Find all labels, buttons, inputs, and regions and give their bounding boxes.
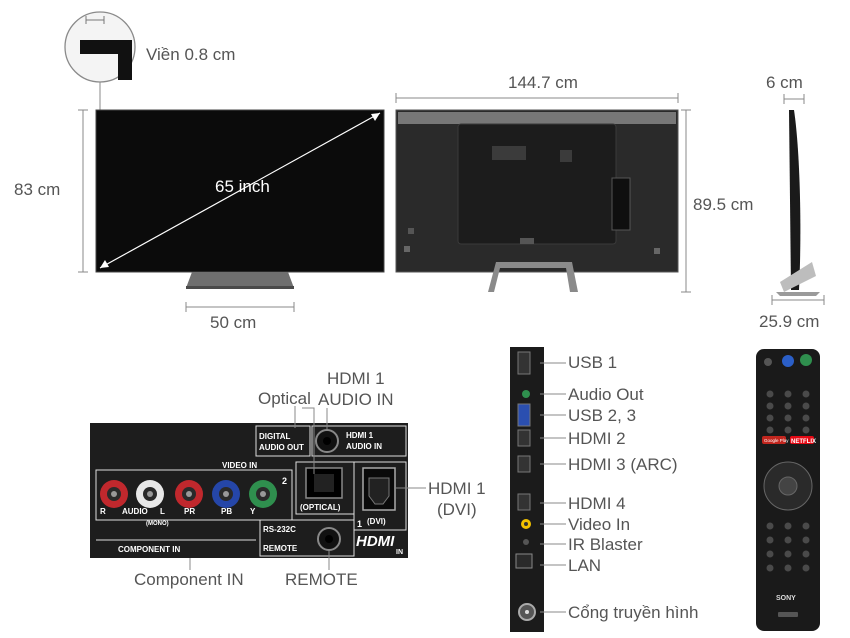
stand-depth-label: 25.9 cm xyxy=(759,312,820,331)
panel-y-label: Y xyxy=(250,507,256,516)
panel-video-in-label: VIDEO IN xyxy=(222,461,257,470)
side-port-video-in: Video In xyxy=(568,515,631,534)
tv-back-view xyxy=(395,109,679,292)
width-dimension xyxy=(395,93,679,103)
panel-mono-label: (MONO) xyxy=(146,521,169,527)
height-back-dimension xyxy=(681,109,691,293)
rca-jack-pr xyxy=(175,480,203,508)
panel-port2-label: 2 xyxy=(282,476,287,486)
stand-width-dimension xyxy=(185,302,295,312)
panel-remote-label: REMOTE xyxy=(263,544,298,553)
panel-dvi-label: (DVI) xyxy=(367,517,386,526)
hdmi1-audio-in-callout: HDMI 1 AUDIO IN xyxy=(318,369,394,409)
width-label: 144.7 cm xyxy=(508,73,578,92)
stand-width-label: 50 cm xyxy=(210,313,257,332)
depth-dimension xyxy=(783,94,805,104)
height-front-dimension xyxy=(78,109,88,273)
panel-pr-label: PR xyxy=(184,507,195,516)
side-port-hdmi2: HDMI 2 xyxy=(568,429,626,448)
remote-callout: REMOTE xyxy=(285,570,358,589)
side-port-hdmi4: HDMI 4 xyxy=(568,494,626,513)
panel-hdmi1-label: HDMI 1 xyxy=(346,431,374,440)
panel-component-in-label: COMPONENT IN xyxy=(118,545,180,554)
panel-audio-out-label: AUDIO OUT xyxy=(259,443,304,452)
rca-jack-pb xyxy=(212,480,240,508)
panel-pb-label: PB xyxy=(221,507,232,516)
remote-jack xyxy=(317,527,341,551)
depth-label: 6 cm xyxy=(766,73,803,92)
remote-google-play-label: Google Play xyxy=(764,438,789,443)
panel-hdmi-logo: HDMI xyxy=(356,533,395,550)
optical-callout: Optical xyxy=(258,389,311,408)
side-port-audio-out: Audio Out xyxy=(568,385,644,404)
panel-in-label: IN xyxy=(396,549,403,556)
side-port-strip xyxy=(510,347,544,632)
panel-port1-label: 1 xyxy=(357,519,362,529)
side-port-callout-lines xyxy=(540,362,566,613)
panel-optical-label: (OPTICAL) xyxy=(300,503,341,512)
side-port-lan: LAN xyxy=(568,556,602,575)
panel-audio-l-label: L xyxy=(160,507,165,516)
rear-callout-lines xyxy=(189,406,426,570)
hdmi-audio-in-jack xyxy=(315,429,339,453)
side-port-usb1: USB 1 xyxy=(568,353,618,372)
hdmi1-dvi-callout: HDMI 1 (DVI) xyxy=(428,479,486,519)
height-front-label: 83 cm xyxy=(14,180,61,199)
side-port-usb23: USB 2, 3 xyxy=(568,406,637,425)
panel-audio-label: AUDIO xyxy=(122,507,148,516)
rca-jack-y xyxy=(249,480,277,508)
tv-side-view xyxy=(776,110,820,296)
tv-front-view xyxy=(95,109,385,289)
stand-depth-dimension xyxy=(771,295,825,305)
screen-size-label: 65 inch xyxy=(215,177,270,196)
side-port-hdmi3-arc: HDMI 3 (ARC) xyxy=(568,455,678,474)
panel-digital-label: DIGITAL xyxy=(259,432,291,441)
height-back-label: 89.5 cm xyxy=(693,195,754,214)
component-in-callout: Component IN xyxy=(134,570,244,589)
bezel-label: Viền 0.8 cm xyxy=(146,45,236,64)
side-port-antenna: Cổng truyền hình xyxy=(568,603,699,622)
rca-jack-audio-l xyxy=(136,480,164,508)
panel-audio-r-label: R xyxy=(100,507,106,516)
hdmi-port xyxy=(362,467,396,511)
remote-control xyxy=(756,349,820,631)
bezel-zoom xyxy=(64,11,136,110)
remote-netflix-label: NETFLIX xyxy=(791,439,816,445)
optical-port xyxy=(305,467,343,499)
panel-audio-in-label: AUDIO IN xyxy=(346,442,382,451)
panel-rs232c-label: RS-232C xyxy=(263,525,296,534)
rca-jack-audio-r xyxy=(100,480,128,508)
remote-sony-logo: SONY xyxy=(776,595,796,602)
side-port-ir-blaster: IR Blaster xyxy=(568,535,643,554)
